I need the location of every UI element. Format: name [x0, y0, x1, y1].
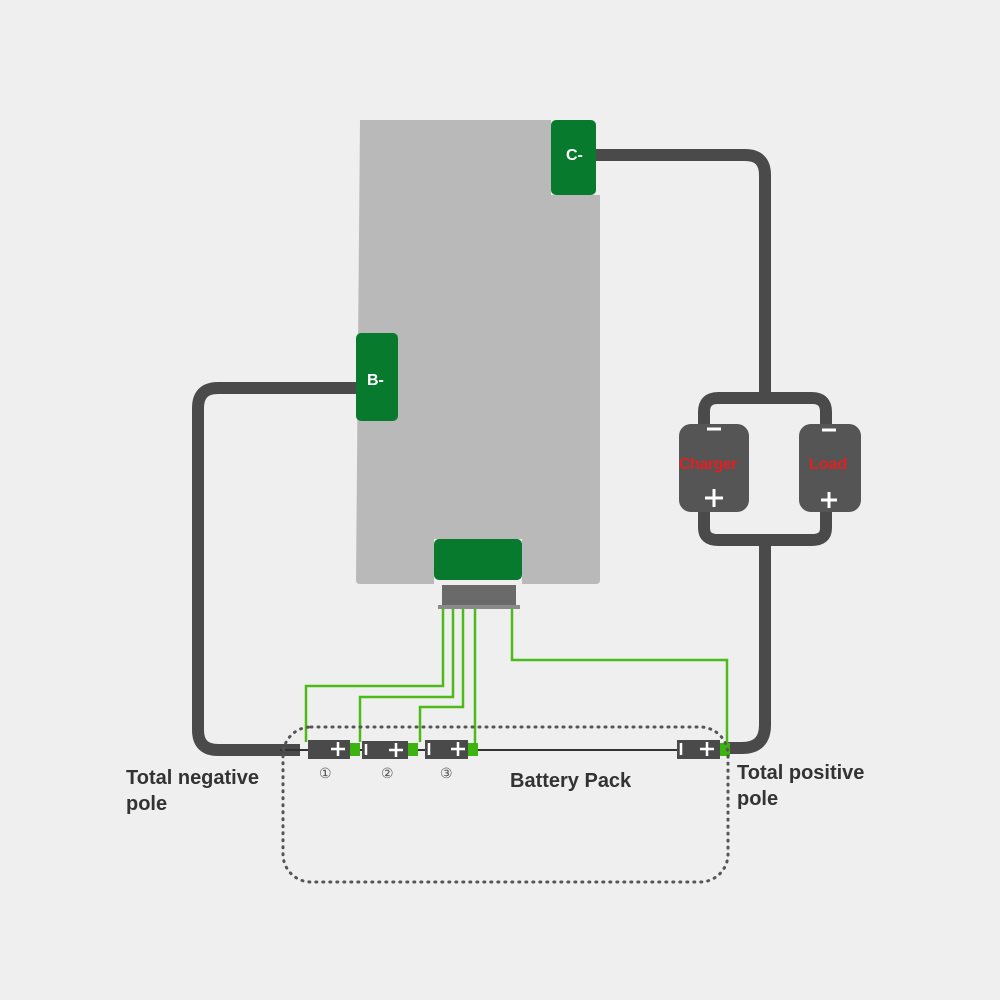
b-minus-wire [192, 382, 356, 756]
sense-wire-5 [510, 609, 729, 745]
connector-base [438, 605, 520, 609]
load-label: Load [809, 456, 848, 473]
total-negative-pole-label: Total negative pole [126, 767, 259, 815]
cell-1 [308, 740, 350, 759]
b-minus-terminal [356, 333, 398, 421]
charger-label: Charger [679, 456, 737, 473]
sense-wire-1 [304, 609, 445, 742]
cell-number-3: ③ [440, 765, 453, 781]
bms-board [356, 120, 600, 584]
cell-number-2: ② [381, 765, 394, 781]
plus-icon [821, 492, 837, 508]
c-minus-label: C- [566, 147, 583, 164]
balance-connector [442, 585, 516, 607]
load-box [799, 424, 861, 512]
positive-return-wire [728, 540, 771, 754]
cell-number-1: ① [319, 765, 332, 781]
sense-wire-2 [358, 609, 455, 742]
b-minus-label: B- [367, 372, 384, 389]
cell-n [677, 740, 720, 759]
battery-cells [308, 740, 730, 759]
sense-wire-3 [418, 609, 465, 742]
charger-box [679, 424, 749, 512]
battery-pack-outline [281, 725, 730, 884]
total-positive-pole-label: Total positive pole [737, 762, 865, 810]
plus-icon [705, 489, 723, 507]
battery-pack-label: Battery Pack [510, 770, 632, 792]
c-minus-terminal [551, 120, 596, 195]
balance-terminal [434, 539, 522, 580]
c-minus-wire [596, 149, 771, 400]
